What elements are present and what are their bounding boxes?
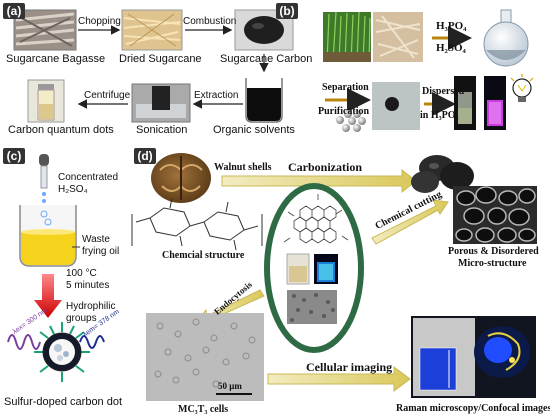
label-raman: Raman microscopy/Confocal images (396, 403, 550, 414)
mc3t3-cell-image (146, 313, 264, 401)
round-flask (483, 9, 529, 67)
bagasse-image (13, 9, 77, 51)
tem-dot-image (372, 82, 420, 130)
label-combustion: Combustion (183, 16, 237, 27)
label-b-h3po4: H₃PO₄ (436, 20, 467, 32)
label-chemcial-structure: Chemcial structure (162, 250, 245, 261)
cellular-imaging-arrow (267, 366, 411, 392)
label-carbon-quantum-dots: Carbon quantum dots (8, 124, 114, 136)
label-chopping: Chopping (78, 16, 121, 27)
tem-qd-image (287, 290, 337, 324)
dropper (39, 154, 49, 203)
carbonization-arrow (221, 168, 417, 194)
label-mc3t3: MC₃T₃ cells (178, 404, 229, 415)
label-b-h2so4: H₂SO₄ (436, 42, 466, 54)
label-walnut-shells: Walnut shells (214, 162, 272, 173)
cqd-vial-image (27, 79, 65, 123)
panel-label-a: (a) (3, 3, 25, 19)
sem-porous-image (453, 186, 537, 244)
dried-sugarcane-image (121, 9, 183, 51)
label-separation: Separation (322, 82, 369, 93)
label-centrifuge: Centrifuge (84, 90, 131, 101)
label-c-h2so4: H₂SO₄ (58, 184, 88, 195)
label-extraction: Extraction (194, 90, 239, 101)
label-groups: groups (66, 313, 97, 324)
oil-beaker (19, 205, 80, 267)
label-sulfur-doped: Sulfur-doped carbon dot (4, 396, 123, 408)
panel-label-d: (d) (134, 148, 156, 164)
vial-blue-image (314, 254, 338, 284)
dots-cluster (336, 110, 366, 132)
sonication-image (131, 83, 191, 123)
label-dispersed: Dispersed (422, 86, 465, 97)
label-temperature: 100 °C (66, 268, 97, 279)
label-sugarcane-bagasse: Sugarcane Bagasse (6, 53, 106, 65)
fiber-image (373, 12, 423, 62)
label-hydrophilic: Hydrophilic (66, 301, 116, 312)
label-time: 5 minutes (66, 280, 110, 291)
label-in-h3po4: in H₃PO₄ (420, 110, 459, 121)
label-sugarcane-carbon: Sugarcane Carbon (220, 53, 313, 65)
label-dried-sugarcane: Dried Sugarcane (119, 53, 202, 65)
sulfur-doped-carbon-dot (7, 322, 105, 382)
label-sonication: Sonication (136, 124, 188, 136)
label-frying-oil: frying oil (82, 246, 120, 257)
raman-confocal-image (411, 316, 536, 398)
panel-label-c: (c) (3, 148, 25, 164)
label-organic-solvents: Organic solvents (213, 124, 295, 136)
panel-c-graphics (7, 154, 105, 382)
label-porous-1: Porous & Disordered (448, 246, 539, 257)
label-waste: Waste (82, 234, 110, 245)
panel-a-graphics (13, 9, 294, 123)
panel-b-graphics (323, 9, 534, 132)
chemical-cutting-arrow (371, 199, 449, 245)
label-concentrated: Concentrated (58, 172, 119, 183)
chemical-structure-drawing (131, 197, 263, 251)
sugarcane-carbon-image (234, 9, 294, 51)
excitation-wave (7, 334, 41, 350)
label-purification: Purification (318, 106, 370, 117)
label-porous-2: Micro-structure (458, 258, 527, 269)
graphene-structure (283, 194, 349, 244)
panel-d-graphics (131, 153, 537, 401)
vial-dark-image (454, 76, 476, 130)
emission-wave (79, 335, 105, 349)
central-green-ring (264, 183, 364, 353)
panel-label-b: (b) (276, 3, 298, 19)
label-cellular-imaging: Cellular imaging (306, 360, 393, 374)
label-scale-bar: 50 μm (218, 381, 242, 391)
vial-pale-image (286, 253, 310, 285)
walnut-image (151, 153, 211, 203)
vial-fluorescent-image (484, 76, 506, 130)
grass-image (323, 11, 371, 63)
organic-solvent-beaker (245, 78, 283, 123)
carbonized-shells (411, 155, 474, 193)
label-carbonization: Carbonization (288, 160, 363, 174)
heating-arrow (34, 274, 62, 318)
bulb-icon (510, 74, 534, 102)
